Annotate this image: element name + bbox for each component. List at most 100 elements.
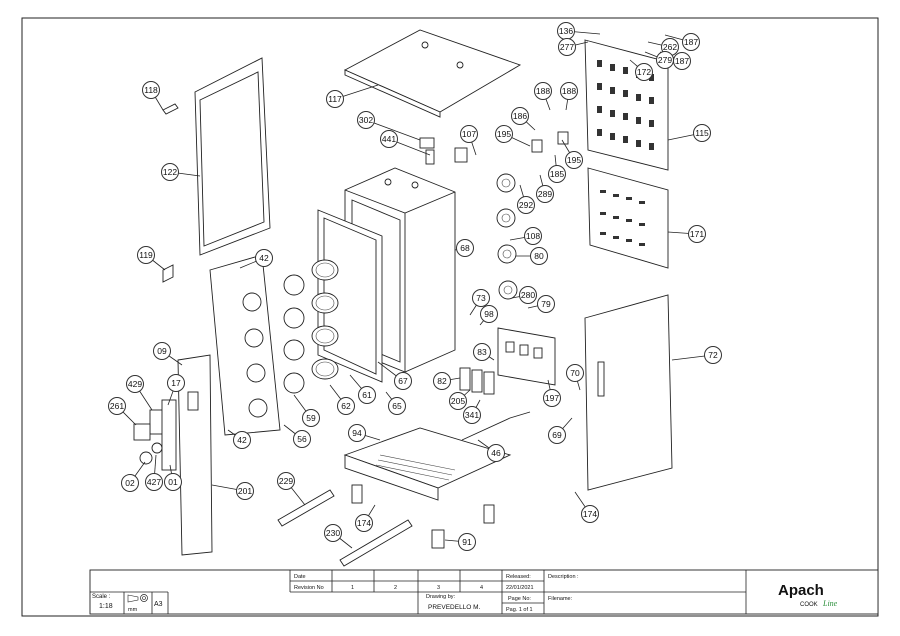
part-balloon-83: 83	[473, 343, 491, 361]
part-balloon-174: 174	[355, 514, 373, 532]
part-balloon-427: 427	[145, 473, 163, 491]
svg-text:65: 65	[392, 401, 402, 411]
part-balloon-230: 230	[324, 524, 342, 542]
part-balloon-115: 115	[693, 124, 711, 142]
svg-text:115: 115	[695, 128, 709, 138]
svg-text:201: 201	[238, 486, 252, 496]
svg-text:188: 188	[536, 86, 550, 96]
part-balloon-09: 09	[153, 342, 171, 360]
svg-text:277: 277	[560, 42, 574, 52]
drawing-by-value: PREVEDELLO M.	[428, 604, 481, 611]
part-balloon-292: 292	[517, 196, 535, 214]
part-balloon-279: 279	[656, 51, 674, 69]
svg-text:02: 02	[125, 478, 135, 488]
part-balloon-68: 68	[456, 239, 474, 257]
part-balloon-441: 441	[380, 130, 398, 148]
released-value: 22/01/2021	[506, 585, 534, 591]
description-label: Description :	[548, 574, 579, 580]
svg-text:195: 195	[497, 129, 511, 139]
part-balloon-117: 117	[326, 90, 344, 108]
part-balloon-188: 188	[534, 82, 552, 100]
part-geometry	[133, 29, 673, 567]
page-value: Pag. 1 of 1	[506, 607, 533, 613]
svg-text:61: 61	[362, 390, 372, 400]
part-balloon-56: 56	[293, 430, 311, 448]
svg-text:68: 68	[460, 243, 470, 253]
part-balloon-98: 98	[480, 305, 498, 323]
part-balloon-197: 197	[543, 389, 561, 407]
apach-logo: Apach COOK Line	[778, 582, 838, 608]
svg-text:174: 174	[583, 509, 597, 519]
svg-text:429: 429	[128, 379, 142, 389]
released-label: Released:	[506, 574, 531, 580]
part-balloon-229: 229	[277, 472, 295, 490]
part-balloon-187: 187	[682, 33, 700, 51]
svg-text:441: 441	[382, 134, 396, 144]
svg-text:98: 98	[484, 309, 494, 319]
svg-text:107: 107	[462, 129, 476, 139]
svg-text:56: 56	[297, 434, 307, 444]
svg-text:59: 59	[306, 413, 316, 423]
svg-text:119: 119	[139, 250, 153, 260]
svg-text:46: 46	[491, 448, 501, 458]
part-balloon-341: 341	[463, 406, 481, 424]
svg-text:82: 82	[437, 376, 447, 386]
part-balloon-72: 72	[704, 346, 722, 364]
unit-label: mm	[128, 607, 138, 613]
part-balloon-185: 185	[548, 165, 566, 183]
part-balloon-261: 261	[108, 397, 126, 415]
svg-text:197: 197	[545, 393, 559, 403]
part-balloon-174: 174	[581, 505, 599, 523]
part-balloon-205: 205	[449, 392, 467, 410]
part-balloon-277: 277	[558, 38, 576, 56]
svg-text:80: 80	[534, 251, 544, 261]
svg-text:91: 91	[462, 537, 472, 547]
part-balloon-82: 82	[433, 372, 451, 390]
svg-text:118: 118	[144, 85, 158, 95]
part-balloon-73: 73	[472, 289, 490, 307]
svg-text:229: 229	[279, 476, 293, 486]
part-balloon-17: 17	[167, 374, 185, 392]
part-balloon-94: 94	[348, 424, 366, 442]
part-balloon-172: 172	[635, 63, 653, 81]
part-balloon-59: 59	[302, 409, 320, 427]
svg-text:COOK: COOK	[800, 602, 818, 608]
svg-text:67: 67	[398, 376, 408, 386]
part-balloon-122: 122	[161, 163, 179, 181]
date-label: Date	[294, 574, 306, 580]
svg-text:122: 122	[163, 167, 177, 177]
svg-text:42: 42	[259, 253, 269, 263]
sheet-size: A3	[154, 601, 163, 608]
svg-text:17: 17	[171, 378, 181, 388]
svg-text:185: 185	[550, 169, 564, 179]
svg-text:188: 188	[562, 86, 576, 96]
part-balloon-136: 136	[557, 22, 575, 40]
svg-text:261: 261	[110, 401, 124, 411]
revision-2: 2	[394, 585, 397, 591]
part-balloon-289: 289	[536, 185, 554, 203]
svg-text:302: 302	[359, 115, 373, 125]
part-balloon-02: 02	[121, 474, 139, 492]
part-balloon-42: 42	[255, 249, 273, 267]
part-balloon-62: 62	[337, 397, 355, 415]
svg-text:292: 292	[519, 200, 533, 210]
svg-text:205: 205	[451, 396, 465, 406]
svg-text:230: 230	[326, 528, 340, 538]
svg-text:341: 341	[465, 410, 479, 420]
svg-text:62: 62	[341, 401, 351, 411]
svg-text:73: 73	[476, 293, 486, 303]
revision-1: 1	[351, 585, 354, 591]
part-balloon-195: 195	[495, 125, 513, 143]
scale-value: 1:18	[99, 603, 113, 610]
svg-text:136: 136	[559, 26, 573, 36]
part-balloon-01: 01	[164, 473, 182, 491]
part-balloon-67: 67	[394, 372, 412, 390]
svg-text:171: 171	[690, 229, 704, 239]
part-balloon-280: 280	[519, 286, 537, 304]
svg-text:187: 187	[684, 37, 698, 47]
svg-text:280: 280	[521, 290, 535, 300]
svg-text:186: 186	[513, 111, 527, 121]
svg-text:427: 427	[147, 477, 161, 487]
